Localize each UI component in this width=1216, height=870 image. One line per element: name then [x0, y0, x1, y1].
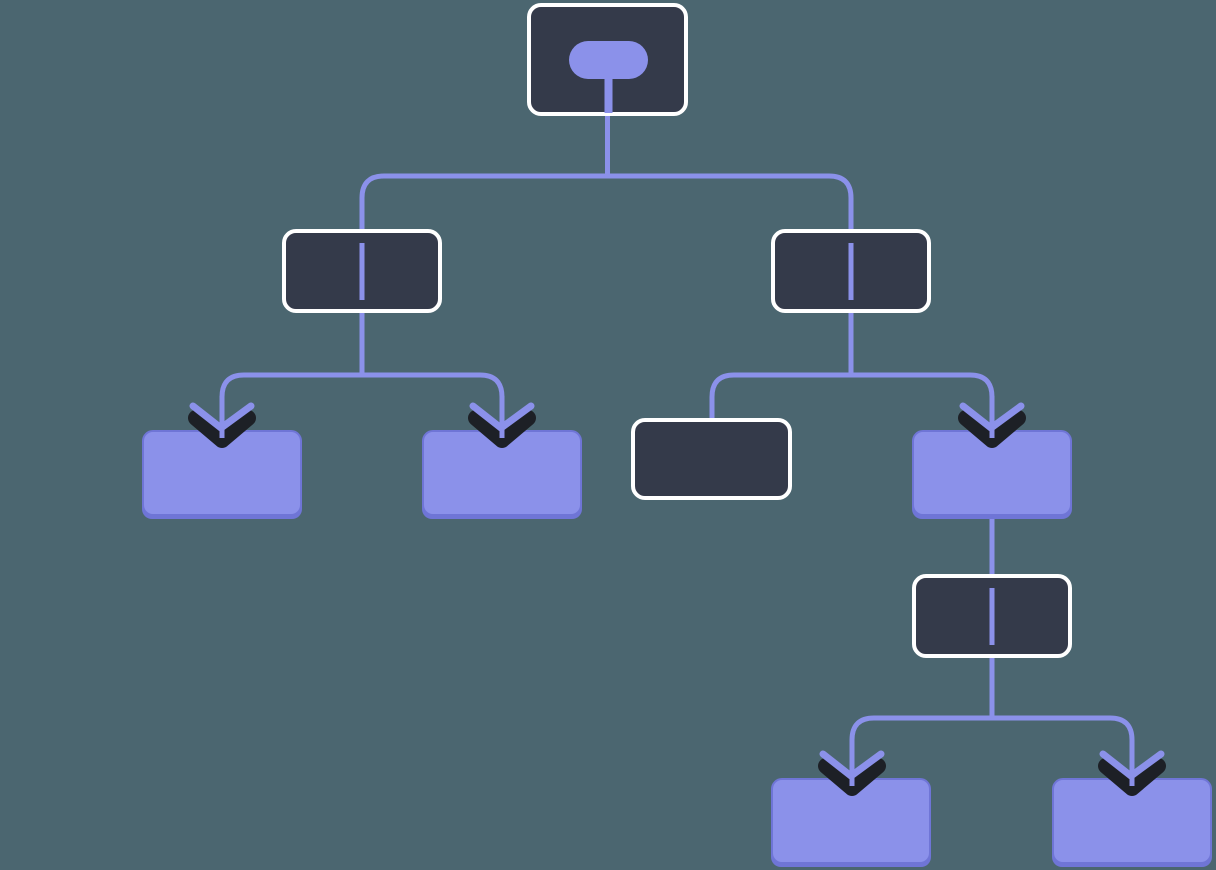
- connector-root-to-level1-left[interactable]: [359, 173, 608, 296]
- level4-node-b[interactable]: [1052, 778, 1212, 867]
- chevron-down-icon: [958, 410, 1026, 448]
- chevron-down-icon: [818, 758, 886, 796]
- level2-node-d[interactable]: [912, 430, 1072, 519]
- arrowhead-layer: [188, 396, 1166, 796]
- connector-level3-to-node-b[interactable]: [992, 715, 1135, 776]
- connector-root-to-level1-right[interactable]: [607, 173, 854, 296]
- root-node[interactable]: [527, 3, 688, 116]
- level2-node-b[interactable]: [422, 430, 582, 519]
- root-pill-icon: [569, 41, 648, 79]
- connector-layer: [219, 96, 1135, 776]
- connector-level1-right-to-node-c[interactable]: [709, 372, 851, 418]
- level4-node-a[interactable]: [771, 778, 931, 867]
- chevron-down-icon: [468, 410, 536, 448]
- connector-level3-to-node-a[interactable]: [849, 715, 992, 776]
- connector-overlay-layer: [359, 243, 995, 645]
- level2-node-c[interactable]: [631, 418, 792, 500]
- chevron-down-icon: [1098, 758, 1166, 796]
- root-pill-stem: [604, 77, 613, 113]
- chevron-down-icon: [188, 410, 256, 448]
- node-layer: [142, 3, 1212, 867]
- node-body[interactable]: [631, 418, 792, 500]
